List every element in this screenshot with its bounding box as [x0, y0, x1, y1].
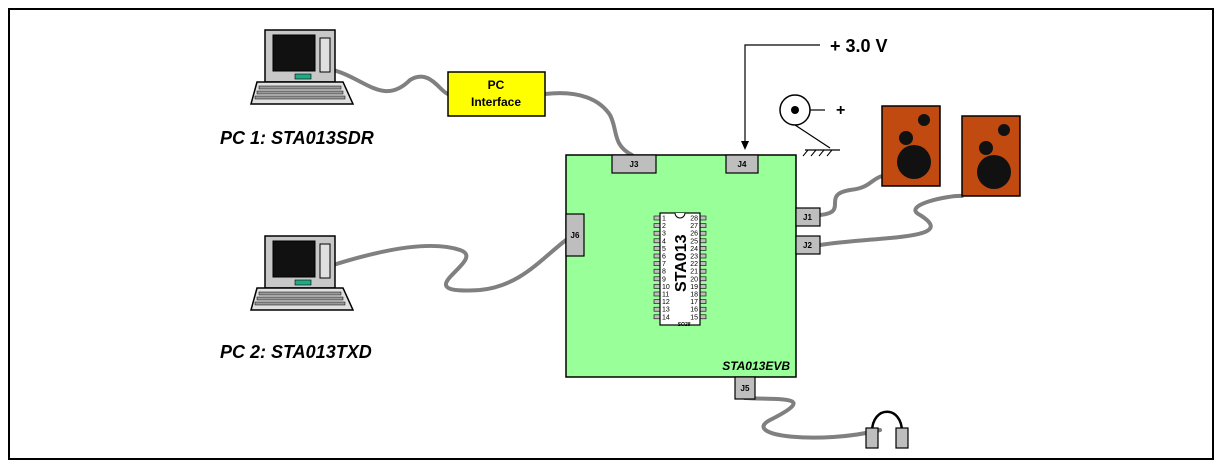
- chip-pin-stub: [653, 284, 661, 289]
- chip-pin-stub: [653, 314, 661, 320]
- chip-pin-stub: [653, 230, 661, 236]
- chip-pin-stub: [653, 246, 661, 251]
- chip-pin-stub: [653, 276, 661, 282]
- chip-pin-stub: [653, 268, 661, 274]
- chip-pin-label: 15: [690, 314, 698, 321]
- cables: [318, 66, 964, 440]
- chip-pin-label: 18: [690, 292, 698, 299]
- chip-pin-stub: [653, 238, 661, 244]
- cable-pc2-j6: [328, 238, 568, 293]
- power-line: [744, 44, 820, 148]
- chip-pin-stub: [699, 253, 707, 259]
- chip-pin-label: 11: [662, 292, 669, 299]
- chip-pin-label: 3: [662, 231, 666, 238]
- chip-pin-stub: [699, 291, 707, 297]
- connector-j2-label: J2: [803, 241, 812, 250]
- chip-pin-stub: [699, 284, 707, 289]
- pc-interface-box: [447, 71, 546, 117]
- chip-name: STA013: [673, 234, 690, 292]
- board-name: STA013EVB: [722, 359, 790, 373]
- chip-pin-label: 22: [690, 261, 698, 268]
- connector-j3: [611, 154, 657, 174]
- chip-pin-stub: [699, 276, 707, 282]
- connectors: [565, 154, 821, 400]
- chip-pin-stub: [699, 268, 707, 274]
- chip-pin-stub: [699, 238, 707, 244]
- chip-pin-stub: [653, 299, 661, 304]
- chip-pin-stub: [653, 223, 661, 228]
- chip-pin-label: 26: [690, 231, 698, 238]
- chip-pin-stub: [699, 314, 707, 320]
- chip-pin-label: 14: [662, 314, 670, 321]
- chip-pin-label: 25: [690, 238, 698, 245]
- mic-polarity-label: +: [836, 102, 845, 119]
- connector-j5-label: J5: [741, 384, 750, 393]
- pc2-computer-icon: [250, 235, 354, 311]
- connector-j1-label: J1: [803, 213, 812, 222]
- chip-pin-stub: [699, 230, 707, 236]
- pc-interface-label-1: PC: [488, 78, 505, 92]
- chip-pin-stub: [699, 246, 707, 251]
- chip-pin-label: 8: [662, 269, 666, 276]
- connector-j4: [725, 154, 759, 174]
- chip-pin-label: 4: [662, 238, 666, 245]
- speaker-2-icon: [961, 115, 1021, 197]
- chip-pin-label: 10: [662, 284, 670, 291]
- speaker-1-icon: [881, 105, 941, 187]
- cable-j2-speaker2: [818, 193, 964, 247]
- chip-pin-label: 12: [662, 299, 670, 306]
- microphone-jack-icon: [779, 94, 840, 157]
- cable-interface-j3: [543, 91, 634, 157]
- pc1-caption: PC 1: STA013SDR: [220, 128, 374, 148]
- cable-j5-headphones: [743, 396, 882, 440]
- chip-pin-stub: [653, 291, 661, 297]
- connector-j6: [565, 213, 585, 257]
- connector-j4-label: J4: [738, 160, 747, 169]
- pc1-computer-icon: [250, 29, 354, 105]
- connector-j6-label: J6: [571, 231, 580, 240]
- cable-pc1-interface: [318, 66, 450, 96]
- headphones-icon: [865, 410, 909, 449]
- sta013-chip: 1234567891011121314282726252423222120191…: [653, 212, 707, 328]
- chip-pin-label: 21: [690, 269, 698, 276]
- chip-pin-label: 16: [690, 307, 698, 314]
- chip-package: SO28: [678, 322, 691, 328]
- chip-pin-stub: [699, 299, 707, 304]
- connector-j1: [795, 207, 821, 227]
- diagram-frame: [8, 8, 1214, 460]
- chip-pin-stub: [653, 215, 661, 221]
- chip-pin-label: 13: [662, 307, 670, 314]
- chip-pin-label: 19: [690, 284, 698, 291]
- chip-pin-stub: [699, 215, 707, 221]
- chip-pin-label: 2: [662, 223, 666, 230]
- power-label: + 3.0 V: [830, 36, 888, 56]
- chip-pin-stub: [653, 253, 661, 259]
- connector-j3-label: J3: [630, 160, 639, 169]
- connector-j2: [795, 235, 821, 255]
- chip-pin-label: 1: [662, 216, 666, 223]
- chip-pin-stub: [653, 261, 661, 266]
- chip-pin-label: 24: [690, 246, 698, 253]
- chip-pin-label: 7: [662, 261, 666, 268]
- chip-pin-stub: [699, 261, 707, 266]
- chip-pin-label: 9: [662, 276, 666, 283]
- power-arrow-icon: [741, 141, 749, 150]
- chip-pin-label: 20: [690, 276, 698, 283]
- pc2-caption: PC 2: STA013TXD: [220, 342, 372, 362]
- pc-interface-label-2: Interface: [471, 95, 521, 109]
- chip-pin-stub: [653, 306, 661, 312]
- chip-pin-label: 23: [690, 254, 698, 261]
- chip-pin-label: 28: [690, 216, 698, 223]
- chip-pin-stub: [699, 306, 707, 312]
- chip-pin-label: 27: [690, 223, 698, 230]
- chip-pin-label: 5: [662, 246, 666, 253]
- chip-pin-label: 17: [690, 299, 698, 306]
- cable-j1-speaker1: [818, 174, 884, 217]
- chip-pin-stub: [699, 223, 707, 228]
- connector-j5: [734, 376, 756, 400]
- chip-pin-label: 6: [662, 254, 666, 261]
